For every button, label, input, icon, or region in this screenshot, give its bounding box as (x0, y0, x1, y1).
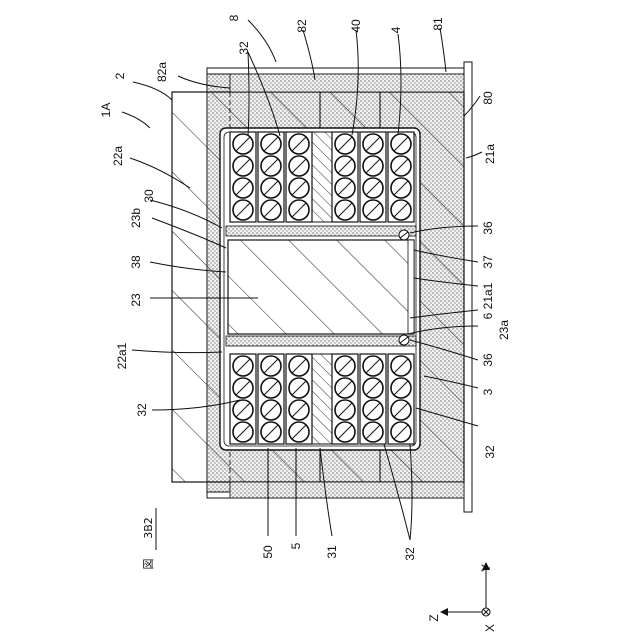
label-5: 5 (289, 542, 303, 549)
label-6: 6 (481, 312, 495, 319)
label-21a: 21a (483, 144, 497, 164)
label-8: 8 (227, 14, 241, 21)
label-82: 82 (295, 19, 309, 33)
label-82a: 82a (155, 62, 169, 82)
label-32-top: 32 (237, 41, 251, 55)
label-4: 4 (389, 26, 403, 33)
label-21a1: 21a1 (481, 282, 495, 309)
label-2: 2 (113, 72, 127, 79)
caption-code: 3B2 (142, 517, 155, 539)
axis-y-label: Y (479, 564, 493, 572)
label-1A: 1A (99, 103, 113, 118)
label-38: 38 (129, 255, 143, 269)
label-80: 80 (481, 91, 495, 105)
label-32-right: 32 (483, 445, 497, 459)
figure-caption: 図 3B2 (142, 508, 156, 570)
caption-kanji: 図 (142, 559, 155, 570)
label-37: 37 (481, 255, 495, 269)
label-23: 23 (129, 293, 143, 307)
label-50: 50 (261, 545, 275, 559)
label-23b: 23b (129, 208, 143, 228)
coil-group-bottom (230, 354, 414, 444)
label-36-top: 36 (481, 221, 495, 235)
label-3: 3 (481, 388, 495, 395)
label-31: 31 (325, 545, 339, 559)
axis-indicator: Y Z X (427, 562, 497, 632)
axis-x-label: X (483, 624, 497, 632)
label-32-left: 32 (135, 403, 149, 417)
axis-z-label: Z (427, 614, 441, 621)
coil-group-top (230, 132, 414, 222)
label-32-bottom: 32 (403, 547, 417, 561)
center-magnet (226, 226, 416, 346)
label-22a1: 22a1 (115, 342, 129, 369)
label-23a: 23a (497, 320, 511, 340)
label-36-bottom: 36 (481, 353, 495, 367)
label-22a: 22a (111, 146, 125, 166)
label-30: 30 (142, 189, 156, 203)
label-40: 40 (349, 19, 363, 33)
label-81: 81 (431, 17, 445, 31)
